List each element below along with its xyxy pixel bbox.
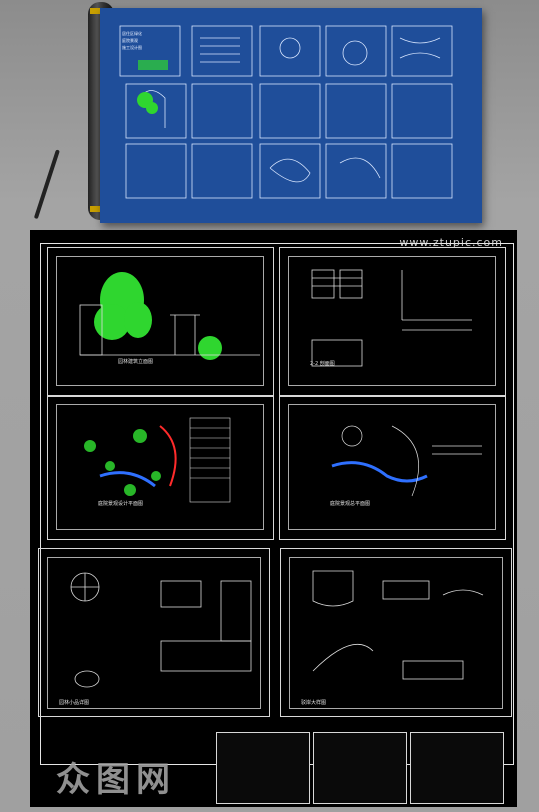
blueprint-thumbnails — [119, 25, 453, 199]
site-logo: 众图网 — [56, 752, 206, 806]
sheet-elevation: 园林建筑立面图 — [47, 247, 274, 397]
thumbnail-2 — [313, 732, 407, 804]
sheet-title-3: 庭院景观设计平面图 — [98, 501, 144, 507]
sheet-revetment: 驳岸大样图 — [280, 548, 512, 717]
title-block-line-1: 居住区绿化 — [122, 31, 142, 36]
title-block-line-3: 施工设计图 — [122, 45, 142, 50]
thumbnail-1 — [216, 732, 310, 804]
stylus-pen — [33, 149, 60, 220]
sheet-title-2: 2-2 剖面图 — [310, 361, 335, 367]
sheet-section: 2-2 剖面图 — [279, 247, 506, 397]
blueprint-scroll: 居住区绿化 庭院景观 施工设计图 — [100, 8, 482, 223]
sheet-title-1: 园林建筑立面图 — [118, 359, 154, 365]
sheet-title-5: 园林小品详图 — [59, 700, 90, 706]
sheet-title-6: 驳岸大样图 — [301, 700, 327, 706]
cad-drawing-sheet: www.ztupic.com 园林建筑立面图 — [30, 230, 517, 807]
thumbnail-3 — [410, 732, 504, 804]
sheet-plan: 庭院景观设计平面图 — [47, 395, 274, 540]
sheet-master-plan: 庭院景观总平面图 — [279, 395, 506, 540]
title-block-line-2: 庭院景观 — [122, 38, 138, 43]
sheet-title-4: 庭院景观总平面图 — [330, 501, 371, 507]
sheet-details: 园林小品详图 — [38, 548, 270, 717]
watermark-text: www.ztupic.com — [399, 236, 503, 249]
logo-text: 众图网 — [56, 760, 176, 800]
